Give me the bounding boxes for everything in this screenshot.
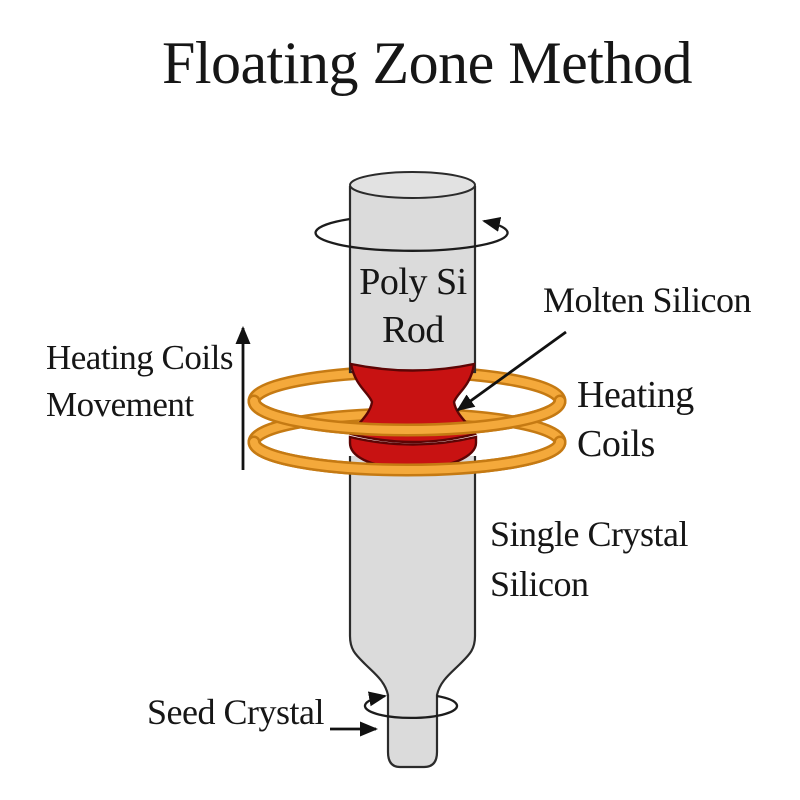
molten-pointer-arrow [456,330,567,412]
heating-coil-ring-upper-front [247,394,567,437]
heating-coils-movement-label: Heating Coils Movement [46,334,233,429]
poly-si-rod-label: Poly Si Rod [350,258,476,355]
heating-coil-ring-lower-front [247,435,567,477]
seed-crystal-label: Seed Crystal [147,692,324,732]
single-crystal-silicon-label-line1: Single Crystal [490,514,689,554]
molten-silicon-label: Molten Silicon [543,280,752,320]
rotation-arrow-top [314,217,509,252]
rotation-arrow-seed [363,691,459,720]
poly-si-rod-label-line2: Rod [382,309,444,352]
single-crystal-silicon-label: Single Crystal Silicon [490,509,689,609]
poly-si-rod-top-cap [349,171,476,199]
heating-coils-movement-label-line1: Heating Coils [46,338,233,377]
heating-coils-label: Heating Coils [577,371,694,470]
molten-zone-shape [349,362,477,444]
poly-si-rod-label-line1: Poly Si [359,261,467,303]
heating-coils-label-line1: Heating [577,374,694,416]
single-crystal-shape [348,456,477,769]
page-title: Floating Zone Method [162,30,692,96]
heating-coils-label-line2: Coils [577,423,655,466]
single-crystal-silicon-label-line2: Silicon [490,564,589,605]
heating-coils-movement-label-line2: Movement [46,385,194,425]
